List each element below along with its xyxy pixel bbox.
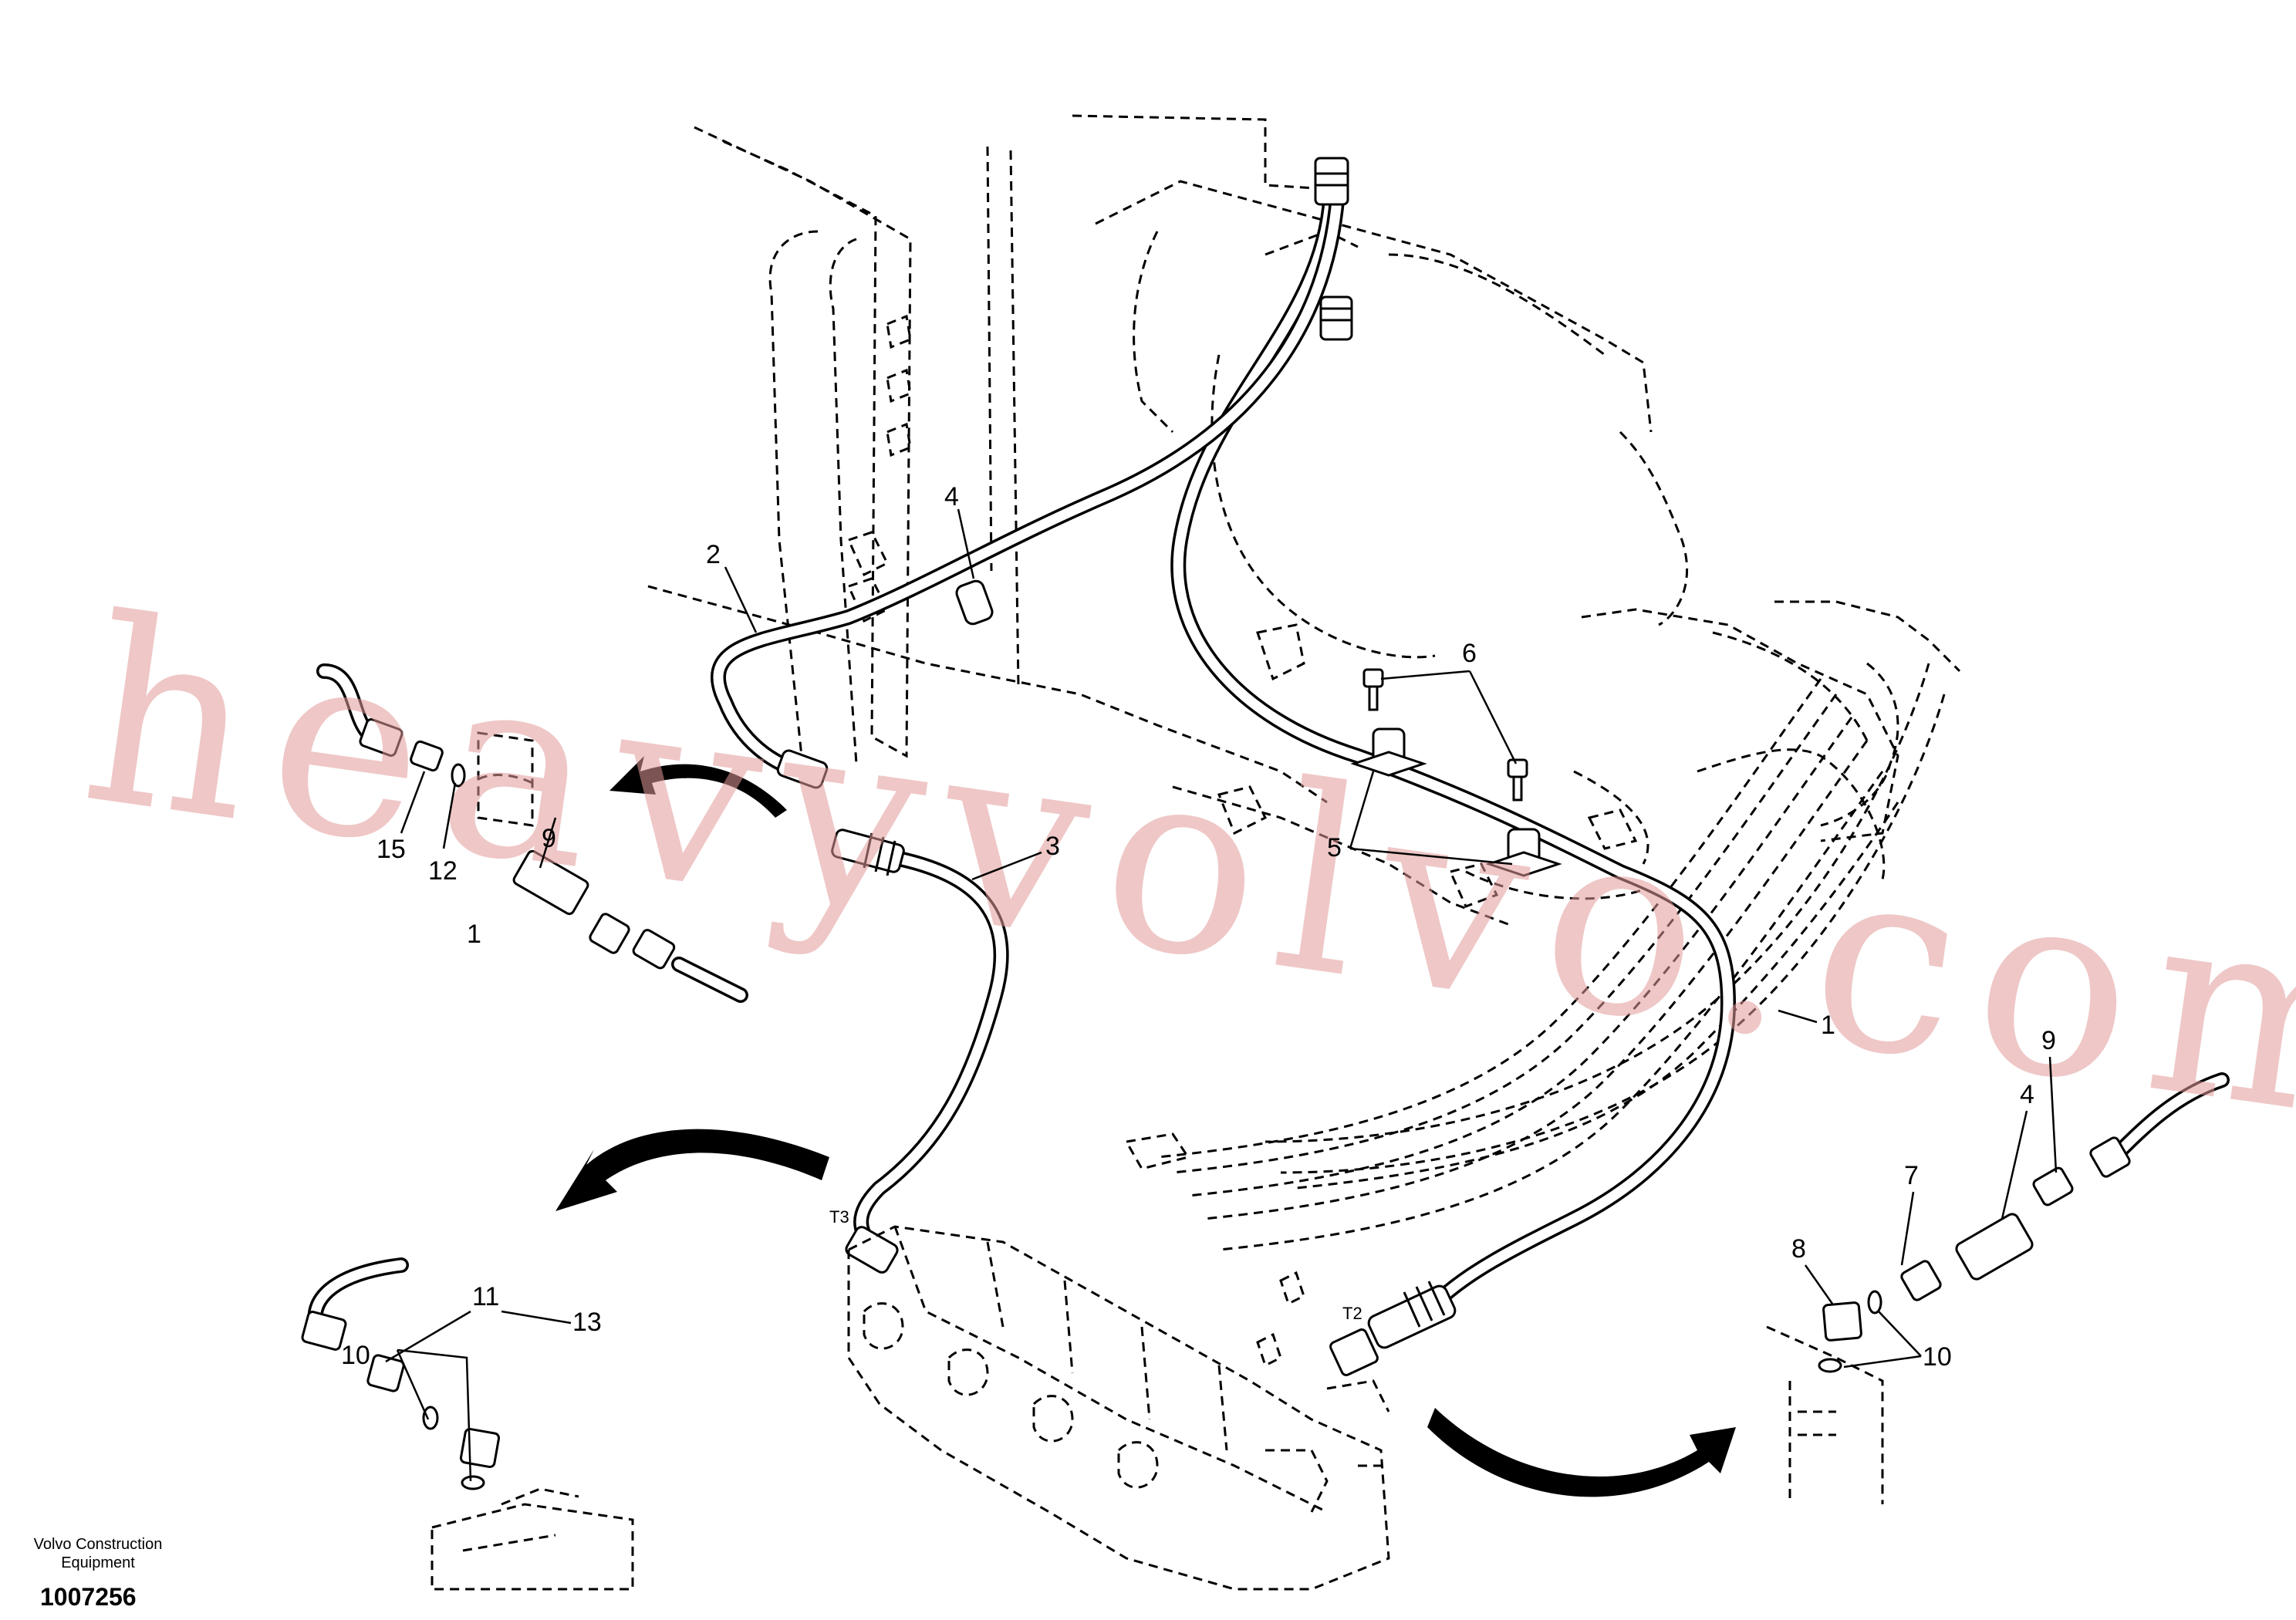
callout-9-right: 9 <box>2041 1026 2056 1055</box>
callout-4-adapter: 4 <box>2020 1080 2034 1109</box>
callout-10-left: 10 <box>341 1341 370 1370</box>
hose-2 <box>711 166 1346 779</box>
clamp-4 <box>955 579 994 626</box>
callout-6: 6 <box>1462 639 1477 668</box>
company-name-line2: Equipment <box>61 1554 135 1571</box>
callout-4-clamp: 4 <box>944 482 959 511</box>
control-valve-outline <box>847 1225 1390 1591</box>
hose-couplings-left <box>776 749 905 1274</box>
port-label-t2: T2 <box>1342 1304 1362 1323</box>
callout-13: 13 <box>572 1308 602 1337</box>
callout-3: 3 <box>1045 832 1060 861</box>
detail-right <box>1766 1072 2230 1504</box>
hose-1 <box>1170 181 1736 1311</box>
callout-5: 5 <box>1327 833 1342 862</box>
callouts: 1 2 3 4 5 6 4 7 8 9 10 10 11 13 9 12 15 … <box>341 482 2056 1372</box>
leader-lines <box>385 508 2058 1482</box>
callout-2: 2 <box>706 540 721 569</box>
detail-left-upper <box>316 663 748 1003</box>
port-label-t3: T3 <box>829 1207 849 1227</box>
curved-arrow-icon <box>609 756 787 818</box>
machine-frame-outline <box>647 114 1961 927</box>
curved-arrow-icon <box>555 1129 829 1211</box>
company-name: Volvo Construction Equipment <box>17 1535 179 1572</box>
company-name-line1: Volvo Construction <box>33 1536 163 1553</box>
t2-fitting <box>1329 1281 1457 1376</box>
curved-arrow-icon <box>1427 1408 1736 1497</box>
callout-9-left: 9 <box>542 824 556 853</box>
document-number: 1007256 <box>40 1583 137 1611</box>
hose-3 <box>853 849 1009 1242</box>
callout-15: 15 <box>376 835 406 864</box>
detail-left-lower <box>301 1257 634 1591</box>
clamps-5 <box>1350 727 1562 877</box>
callout-14: 1 <box>467 920 481 949</box>
callout-10-right: 10 <box>1923 1342 1952 1372</box>
callout-8: 8 <box>1791 1234 1806 1264</box>
callout-12: 12 <box>428 856 458 886</box>
watermark-text: heavyvolvo.com <box>69 562 2296 1182</box>
callout-1: 1 <box>1821 1011 1835 1040</box>
hose-end-fittings-top <box>1314 157 1353 341</box>
callout-11: 11 <box>472 1282 499 1311</box>
bolts-6 <box>1362 668 1528 802</box>
callout-7: 7 <box>1904 1161 1919 1190</box>
